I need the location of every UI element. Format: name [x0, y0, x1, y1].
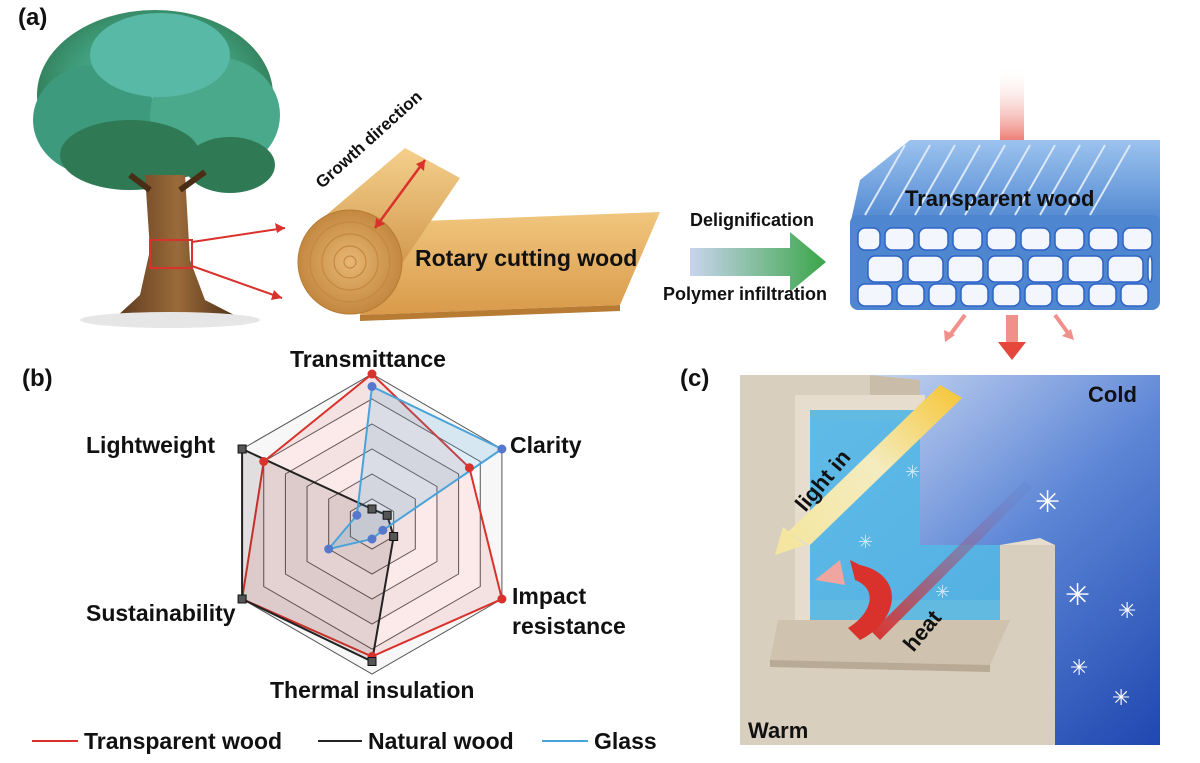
wood-cell [1120, 283, 1149, 307]
radar-point-glass [367, 534, 377, 544]
tree-canopy [33, 10, 280, 193]
wood-cell [928, 283, 957, 307]
radar-chart [237, 369, 507, 675]
delignification-label: Delignification [690, 210, 815, 230]
radar-point-natural-wood [367, 504, 377, 514]
wood-cell [1054, 227, 1085, 251]
polymer-infiltration-label: Polymer infiltration [663, 284, 828, 304]
wood-cell [992, 283, 1021, 307]
wood-cell [1147, 255, 1153, 283]
wood-cell-lumens [857, 144, 1153, 307]
wood-cell [867, 255, 904, 283]
wood-cell [960, 283, 989, 307]
svg-text:✳: ✳ [1070, 656, 1088, 681]
legend-label-natural-wood: Natural wood [368, 728, 514, 754]
panel-label-a: (a) [18, 4, 48, 31]
wood-tube-line [864, 144, 906, 216]
svg-text:✳: ✳ [1112, 686, 1130, 711]
tree-trunk [115, 175, 240, 318]
radar-point-transparent-wood [259, 457, 269, 466]
radar-point-glass [352, 510, 362, 520]
wood-tube-line [1039, 144, 1081, 216]
wood-roll [297, 148, 460, 315]
panel-label-b: (b) [22, 365, 53, 392]
radar-point-transparent-wood [367, 369, 377, 379]
wood-cell [1122, 227, 1153, 251]
growth-direction-arrow [373, 159, 427, 229]
legend-label-glass: Glass [594, 728, 657, 754]
wood-tube-line [914, 144, 956, 216]
wood-cell [857, 283, 893, 307]
radar-point-natural-wood [389, 532, 399, 541]
svg-text:✳: ✳ [905, 462, 920, 483]
radar-point-natural-wood [237, 594, 247, 604]
wood-tube-line [989, 144, 1031, 216]
wood-cell [907, 255, 944, 283]
emitted-light-arrows [944, 313, 1074, 360]
radar-point-natural-wood [367, 657, 377, 666]
cold-label: Cold [1088, 382, 1137, 407]
axis-label-transmittance: Transmittance [290, 346, 446, 372]
wood-cell [947, 255, 984, 283]
wood-cell [986, 227, 1017, 251]
wood-tube-line [939, 144, 981, 216]
axis-label-sustainability: Sustainability [86, 600, 236, 626]
radar-point-glass [497, 444, 507, 454]
wood-cell [896, 283, 925, 307]
svg-text:✳: ✳ [1035, 485, 1060, 520]
wood-cell [952, 227, 983, 251]
wood-cell [987, 255, 1024, 283]
radar-point-glass [324, 544, 334, 554]
svg-text:✳: ✳ [935, 582, 950, 603]
svg-text:✳: ✳ [1065, 578, 1090, 613]
wood-cell [1024, 283, 1053, 307]
rotary-cutting-wood-label: Rotary cutting wood [415, 245, 638, 271]
wood-tube-line [1089, 144, 1131, 216]
radar-point-natural-wood [382, 510, 392, 520]
wood-cell [884, 227, 915, 251]
wood-cell [1088, 227, 1119, 251]
window-scene: ✳ ✳ ✳ ✳ ✳ ✳ ✳ ✳ [740, 375, 1160, 745]
wood-tube-line [889, 144, 931, 216]
wood-cell [1056, 283, 1085, 307]
veneer-sheet [360, 212, 660, 315]
svg-text:✳: ✳ [858, 532, 873, 553]
axis-label-impact-line1: Impact [512, 583, 587, 609]
svg-text:✳: ✳ [1118, 599, 1136, 624]
process-arrow [690, 232, 826, 292]
radar-point-glass [378, 525, 388, 535]
legend-label-transparent-wood: Transparent wood [84, 728, 283, 754]
axis-label-thermal-insulation: Thermal insulation [270, 677, 475, 703]
wood-cell [857, 227, 881, 251]
wood-cell [918, 227, 949, 251]
axis-label-impact-line2: resistance [512, 613, 626, 639]
transparent-wood-label: Transparent wood [905, 186, 1095, 211]
wood-cell [1107, 255, 1144, 283]
trunk-selection-box [149, 239, 193, 269]
radar-point-natural-wood [237, 444, 247, 454]
wood-cell [1027, 255, 1064, 283]
wood-tube-line [1014, 144, 1056, 216]
wood-tube-line [1064, 144, 1106, 216]
radar-point-glass [367, 382, 377, 391]
warm-label: Warm [748, 718, 809, 743]
axis-label-clarity: Clarity [510, 432, 582, 458]
wood-cell [1088, 283, 1117, 307]
wood-cell [1067, 255, 1104, 283]
wood-tube-line [964, 144, 1006, 216]
radar-point-transparent-wood [497, 594, 507, 604]
radar-point-transparent-wood [464, 463, 474, 473]
wood-cell [1020, 227, 1051, 251]
panel-label-c: (c) [680, 365, 710, 392]
axis-label-lightweight: Lightweight [86, 432, 216, 458]
